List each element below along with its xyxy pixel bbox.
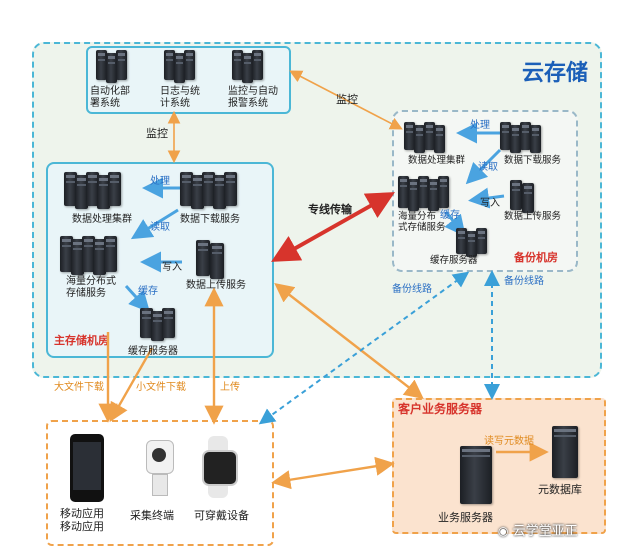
server-icon [434, 125, 445, 153]
server-icon [174, 53, 185, 83]
mobile-app-label: 移动应用移动应用 [60, 507, 104, 533]
server-icon [520, 122, 531, 150]
server-icon [414, 125, 425, 153]
main-arrow-write: 写入 [162, 262, 182, 273]
server-icon [424, 122, 435, 150]
server-icon [184, 50, 195, 80]
server-icon [252, 50, 263, 80]
server-icon [140, 308, 153, 338]
backup-upload-label: 数据上传服务 [504, 211, 562, 222]
wearable-label: 可穿戴设备 [194, 509, 249, 522]
main-processing-label: 数据处理集群 [72, 214, 132, 225]
server-icon [242, 53, 253, 83]
server-icon [60, 236, 73, 272]
main-storage-label: 海量分布式存储服务 [66, 276, 116, 299]
server-icon [438, 176, 449, 208]
clients-business-link [271, 456, 395, 490]
monitor-label-left: 监控 [146, 127, 168, 140]
server-icon [93, 239, 106, 275]
main-room-title: 主存储机房 [54, 334, 109, 347]
server-icon [500, 122, 511, 150]
main-cache-label: 缓存服务器 [128, 346, 178, 357]
backup-arrow-cache: 缓存 [440, 210, 460, 221]
system-label-automation: 自动化部署系统 [90, 86, 130, 109]
server-icon [530, 125, 541, 153]
camera-icon [144, 440, 174, 496]
server-icon [75, 175, 88, 209]
server-icon [418, 176, 429, 208]
dedicated-link [271, 192, 395, 262]
server-icon [408, 179, 419, 211]
server-icon [116, 50, 127, 80]
server-icon [151, 311, 164, 341]
backup-room-title: 备份机房 [514, 251, 558, 264]
server-icon [108, 172, 121, 206]
backup-cache-label: 缓存服务器 [430, 255, 478, 266]
monitor-link-backup [289, 70, 403, 130]
backup-download-label: 数据下载服务 [504, 155, 562, 166]
system-label-monitoring: 监控与自动报警系统 [228, 86, 278, 109]
server-icon [522, 183, 534, 213]
metadb-label: 元数据库 [538, 483, 582, 496]
server-icon [71, 239, 84, 275]
business-server-icon [460, 446, 492, 504]
backup-processing-label: 数据处理集群 [408, 155, 466, 166]
business-main-link [274, 283, 424, 399]
server-icon [196, 240, 210, 276]
server-icon [86, 172, 99, 206]
rw-meta-label: 读写元数据 [484, 436, 534, 447]
backup-line-label-1: 备份线路 [392, 284, 432, 295]
server-icon [466, 231, 477, 257]
server-icon [82, 236, 95, 272]
watermark-text: 云学堂亚正 [512, 524, 578, 539]
server-icon [428, 179, 439, 211]
database-server-icon [552, 426, 578, 478]
big-download-label: 大文件下载 [54, 382, 104, 393]
monitor-label-top: 监控 [336, 93, 358, 106]
server-icon [97, 175, 110, 209]
server-icon [398, 176, 409, 208]
server-icon [456, 228, 467, 254]
server-icon [162, 308, 175, 338]
small-download-label: 小文件下载 [136, 382, 186, 393]
server-icon [232, 50, 243, 80]
main-arrow-read: 读取 [150, 222, 170, 233]
watermark: ◉ 云学堂亚正 [498, 520, 578, 539]
backup-arrow-write: 写入 [480, 198, 500, 209]
business-server-label: 业务服务器 [438, 511, 493, 524]
server-icon [404, 122, 415, 150]
server-icon [164, 50, 175, 80]
server-icon [510, 125, 521, 153]
server-icon [64, 172, 77, 206]
backup-line-clients [258, 271, 470, 425]
smartwatch-icon [200, 436, 240, 498]
server-icon [106, 53, 117, 83]
system-label-logging: 日志与统计系统 [160, 86, 200, 109]
backup-storage-label: 海量分布式存储服务 [398, 211, 446, 233]
server-icon [191, 175, 204, 209]
server-icon [96, 50, 107, 80]
main-download-label: 数据下载服务 [180, 214, 240, 225]
server-icon [213, 175, 226, 209]
backup-line-label-2: 备份线路 [504, 276, 544, 287]
upload-label: 上传 [220, 382, 240, 393]
server-icon [476, 228, 487, 254]
backup-arrow-process: 处理 [470, 120, 490, 131]
server-icon [210, 243, 224, 279]
backup-arrow-read: 读取 [478, 162, 498, 173]
server-icon [104, 236, 117, 272]
main-arrow-process: 处理 [150, 176, 170, 187]
small-download-link [109, 347, 154, 423]
chat-bubble-icon: ◉ [498, 524, 509, 538]
cloud-title: 云存储 [522, 61, 589, 86]
camera-label: 采集终端 [130, 509, 174, 522]
server-icon [224, 172, 237, 206]
server-icon [202, 172, 215, 206]
dedicated-label: 专线传输 [308, 203, 352, 216]
server-icon [180, 172, 193, 206]
server-icon [510, 180, 522, 210]
main-arrow-cache: 缓存 [138, 286, 158, 297]
main-upload-label: 数据上传服务 [186, 280, 246, 291]
smartphone-icon [70, 434, 104, 502]
